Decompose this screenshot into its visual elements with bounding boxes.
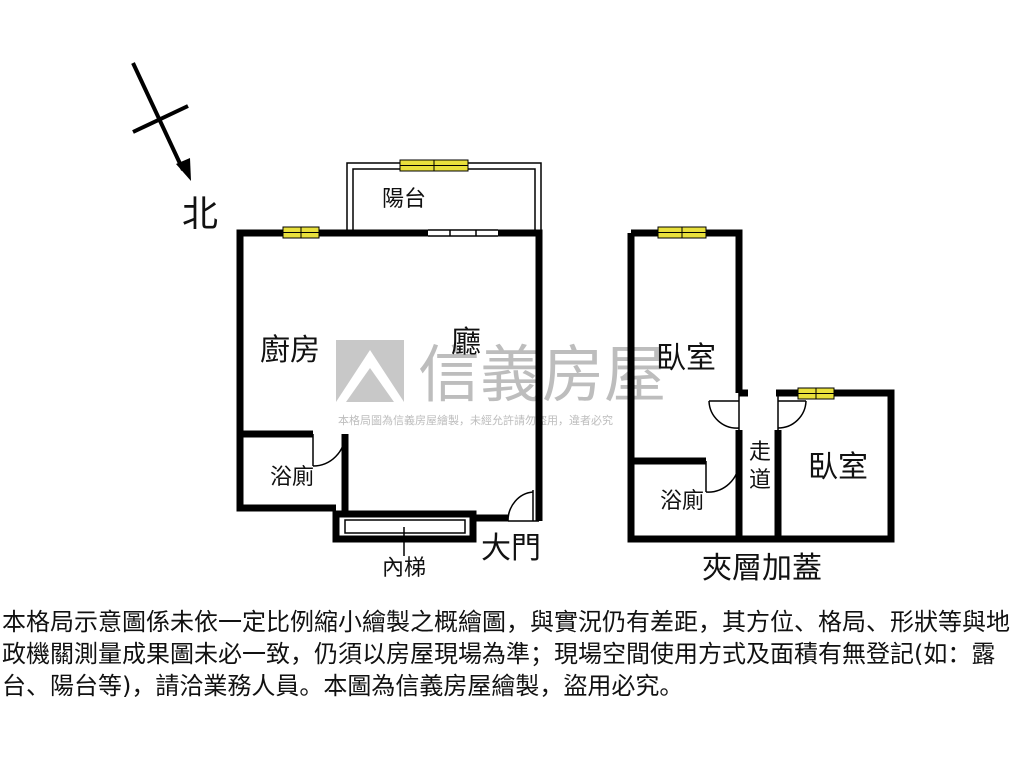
main-floor: 陽台 廚房 廳 浴廁 內梯 大門 [236,159,543,581]
window-icon [399,159,469,172]
door-icon [777,400,807,429]
label-corridor-bottom: 道 [749,468,771,493]
brand-logo-icon [336,340,404,402]
label-bathroom-mezzanine: 浴廁 [660,489,704,514]
label-bedroom-top: 臥室 [656,341,716,376]
window-icon [797,387,835,400]
arrow-head-icon [176,158,191,181]
label-living-room: 廳 [451,325,481,360]
balcony [346,159,542,230]
label-stairs: 內梯 [382,556,426,581]
window-icon [657,226,707,239]
north-compass: 北 [131,62,218,235]
label-corridor-top: 走 [749,440,771,465]
watermark: 信義房屋 本格局圖為信義房屋繪製，未經允許請勿盜用，違者必究 [336,338,666,427]
compass-label: 北 [182,194,218,235]
label-bathroom-main: 浴廁 [270,465,314,490]
window-icon [282,226,320,239]
mezzanine-floor: 臥室 臥室 走 道 浴廁 夾層加蓋 [627,226,895,586]
door-icon [312,433,346,467]
door-icon [708,400,740,429]
door-icon [705,460,740,493]
disclaimer-text: 本格局示意圖係未依一定比例縮小繪製之概繪圖，與實況仍有差距，其方位、格局、形狀等… [2,608,1010,700]
stairs-block [332,510,477,556]
watermark-notice: 本格局圖為信義房屋繪製，未經允許請勿盜用，違者必究 [338,413,613,427]
label-bedroom-right: 臥室 [808,450,868,485]
label-entrance: 大門 [481,531,541,566]
sliding-door [428,229,498,237]
label-kitchen: 廚房 [260,333,320,368]
mezzanine-title: 夾層加蓋 [702,551,822,586]
entrance-door-icon [507,490,539,522]
label-balcony: 陽台 [382,187,426,212]
